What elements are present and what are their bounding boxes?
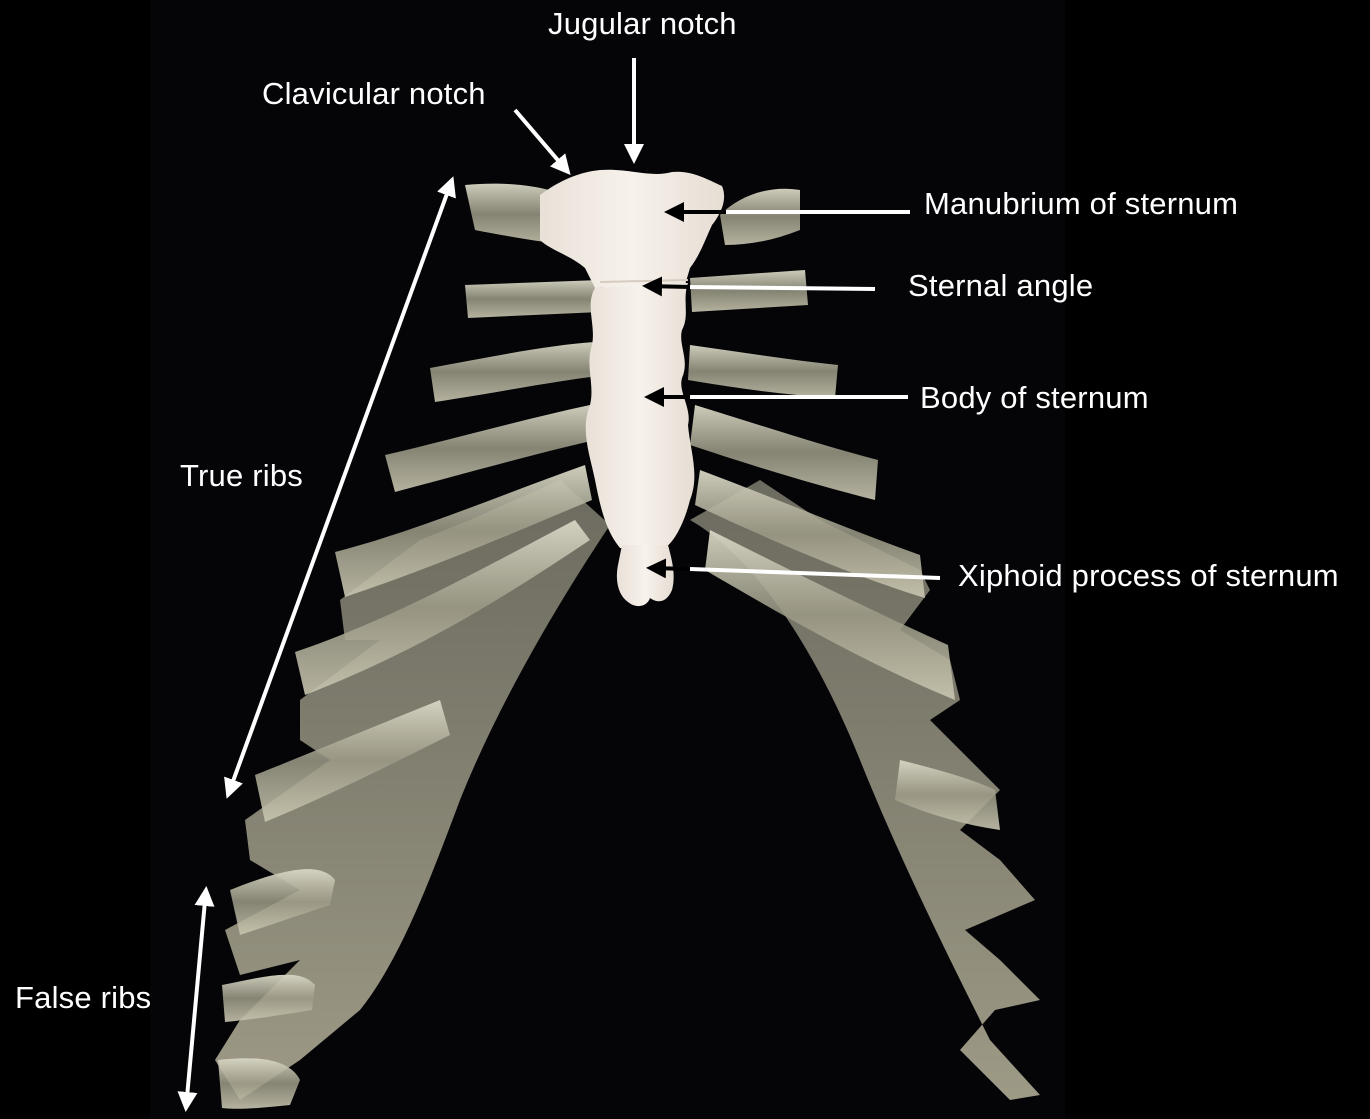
- sternal-body-shape: [586, 283, 695, 548]
- xiphoid-process-label: Xiphoid process of sternum: [958, 558, 1339, 594]
- manubrium-label: Manubrium of sternum: [924, 186, 1238, 222]
- xiphoid-shape: [617, 545, 674, 606]
- true-ribs-label: True ribs: [180, 458, 303, 494]
- jugular-notch-label: Jugular notch: [548, 6, 737, 42]
- xiphoid-arrow-black: [650, 568, 690, 569]
- sternal-angle-arrow-black: [646, 286, 690, 287]
- sternal-angle-label: Sternal angle: [908, 268, 1093, 304]
- false-ribs-label: False ribs: [15, 980, 151, 1016]
- sternal-angle-arrow-white: [690, 287, 875, 289]
- clavicular-notch-label: Clavicular notch: [262, 76, 486, 112]
- body-of-sternum-label: Body of sternum: [920, 380, 1149, 416]
